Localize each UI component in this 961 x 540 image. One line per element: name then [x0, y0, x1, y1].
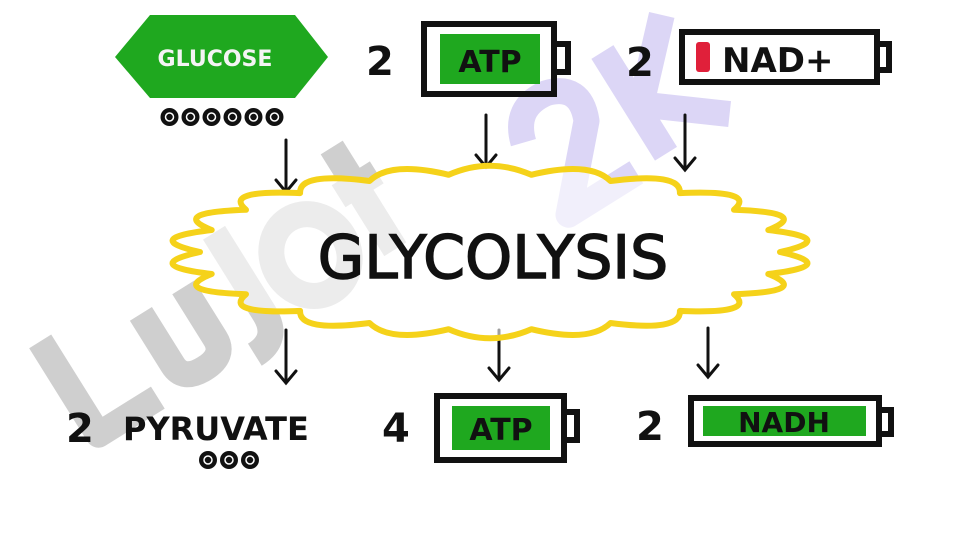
nadh-output-battery: NADH	[688, 395, 894, 447]
glycolysis-burst: GLYCOLYSIS	[169, 162, 811, 342]
carbon-atom	[265, 108, 284, 126]
carbon-atom-ring	[248, 112, 259, 122]
glucose-carbon-chain	[160, 108, 284, 126]
nad-input-label: NAD+	[722, 41, 833, 81]
carbon-atom-ring	[224, 455, 234, 465]
atp-input-label: ATP	[458, 45, 521, 80]
carbon-atom	[223, 108, 242, 126]
nad-low-charge	[696, 42, 710, 72]
carbon-atom	[199, 451, 217, 469]
nad-input-count: 2	[626, 40, 654, 86]
carbon-atom	[181, 108, 200, 126]
pyruvate-carbon-chain	[199, 451, 259, 469]
atp-input-battery: ATP	[421, 21, 571, 97]
carbon-atom-ring	[245, 455, 255, 465]
atp-input-charge	[440, 34, 540, 84]
carbon-atom	[220, 451, 238, 469]
carbon-atom-ring	[227, 112, 238, 122]
carbon-atom-ring	[206, 112, 217, 122]
carbon-atom	[244, 108, 263, 126]
pyruvate-label-count: 2	[66, 406, 94, 452]
carbon-atom-ring	[203, 455, 213, 465]
atp-input-count: 2	[366, 39, 394, 85]
carbon-atom-ring	[185, 112, 196, 122]
carbon-atom	[202, 108, 221, 126]
pyruvate-label: PYRUVATE	[123, 410, 309, 448]
glycolysis-label: GLYCOLYSIS	[318, 223, 668, 293]
carbon-atom	[160, 108, 179, 126]
nadh-output-count: 2	[636, 404, 664, 450]
glucose-label: GLUCOSE	[158, 47, 273, 72]
atp-output-count: 4	[382, 406, 410, 452]
nadh-output-charge	[703, 406, 866, 436]
carbon-atom	[241, 451, 259, 469]
nad-input-battery: NAD+	[679, 29, 892, 85]
atp-output-battery: ATP	[434, 393, 580, 463]
atp-output-label: ATP	[469, 413, 532, 448]
carbon-atom-ring	[164, 112, 175, 122]
glucose-molecule: GLUCOSE	[115, 15, 328, 126]
carbon-atom-ring	[269, 112, 280, 122]
nadh-output-label: NADH	[738, 406, 830, 439]
atp-output-charge	[452, 406, 550, 450]
